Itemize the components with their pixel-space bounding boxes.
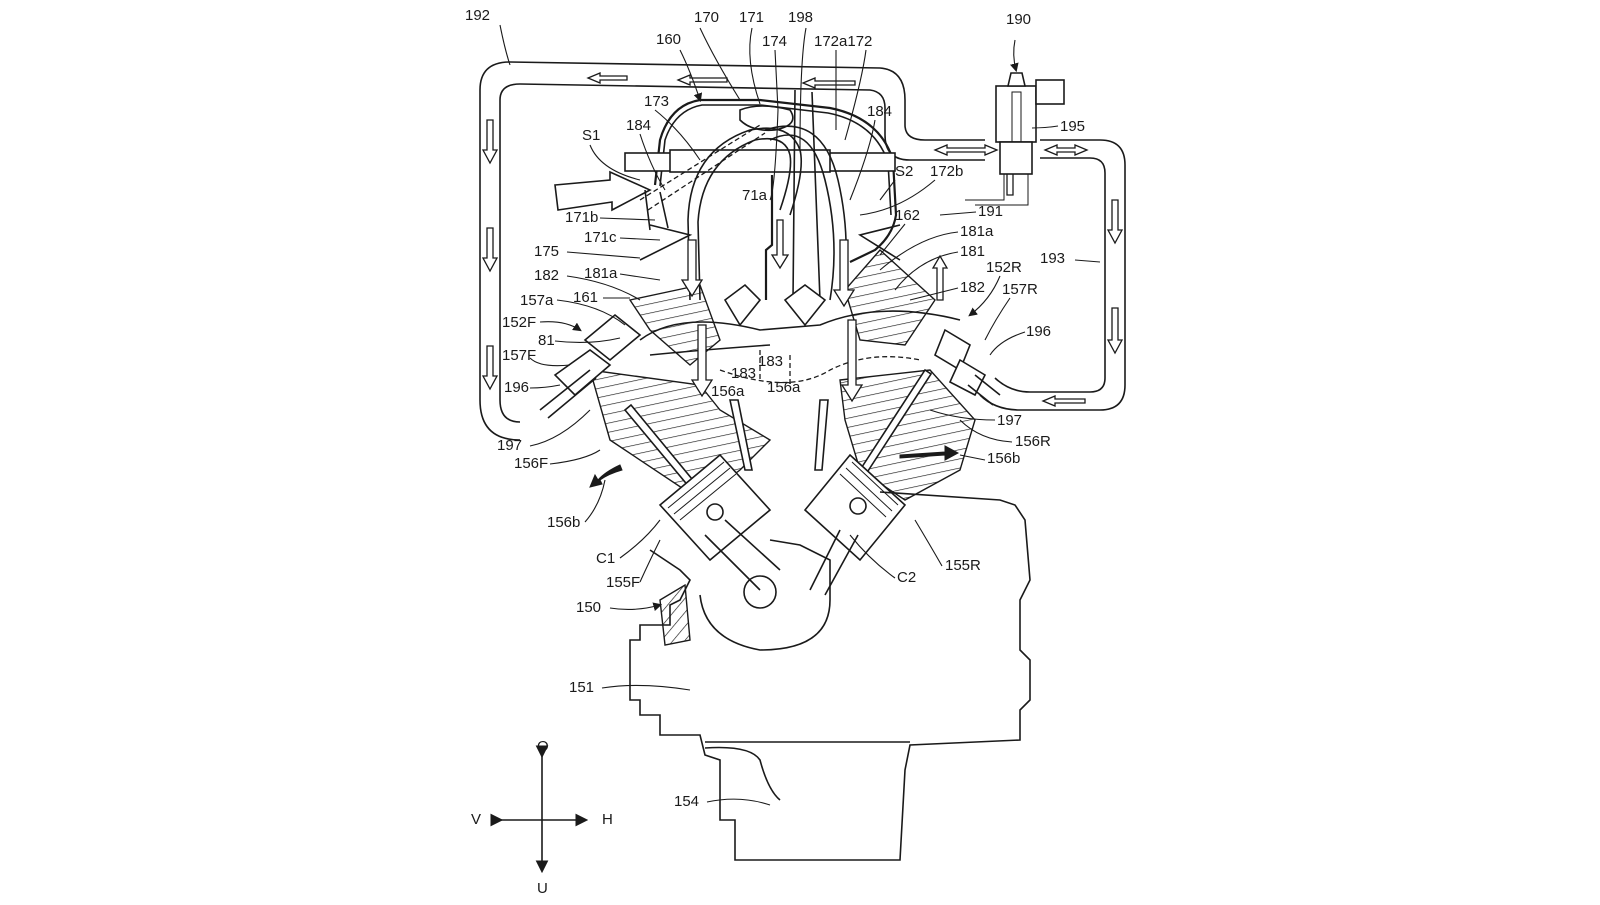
label-156a-right: 156a [767,379,801,396]
label-C2: C2 [897,569,916,586]
valves [623,368,933,502]
label-197-right: 197 [997,412,1022,429]
arrow-down-icon [680,239,704,298]
reed-valves [539,313,1001,419]
label-171b: 171b [565,209,598,226]
reference-labels: 192 170 171 198 160 174 172a172 190 173 … [465,7,1085,810]
intake-ports [639,283,961,385]
label-156F: 156F [514,455,548,472]
arrow-down-icon [832,239,856,308]
arrow-down-icon [690,324,714,398]
label-155R: 155R [945,557,981,574]
label-191: 191 [978,203,1003,220]
label-183-left: 183 [731,365,756,382]
arrow-down-icon [481,345,499,391]
label-154: 154 [674,793,699,810]
arrow-down-icon [481,227,499,273]
label-184-left: 184 [626,117,651,134]
label-171c: 171c [584,229,617,246]
label-196-right: 196 [1026,323,1051,340]
arrow-down-icon [770,219,790,270]
orientation-indicator: O U V H [471,738,613,897]
label-S1: S1 [582,127,600,144]
label-195: 195 [1060,118,1085,135]
label-192: 192 [465,7,490,24]
label-181a-left: 181a [584,265,618,282]
label-151: 151 [569,679,594,696]
label-193: 193 [1040,250,1065,267]
label-156b-left: 156b [547,514,580,531]
label-156a-left: 156a [711,383,745,400]
label-161: 161 [573,289,598,306]
orientation-down-label: U [537,880,548,897]
label-175: 175 [534,243,559,260]
partition [639,89,901,301]
label-S2: S2 [895,163,913,180]
label-171: 171 [739,9,764,26]
leader-lines [499,24,1101,806]
exhaust-arrow-right-icon [899,445,960,461]
label-152F: 152F [502,314,536,331]
label-181: 181 [960,243,985,260]
label-157a: 157a [520,292,554,309]
label-150: 150 [576,599,601,616]
arrow-down-icon [1106,307,1124,355]
label-170: 170 [694,9,719,26]
arrow-double-icon [1043,144,1089,156]
label-174: 174 [762,33,787,50]
label-162: 162 [895,207,920,224]
exhaust-arrow-left-icon [589,464,623,488]
arrow-down-icon [1106,199,1124,245]
label-172b: 172b [930,163,963,180]
crankcase [629,491,1031,861]
label-197-left: 197 [497,437,522,454]
label-157F: 157F [502,347,536,364]
label-160: 160 [656,31,681,48]
label-182-right: 182 [960,279,985,296]
orientation-right-label: H [602,811,613,828]
label-71a: 71a [742,187,768,204]
arrow-down-icon [840,319,864,403]
orientation-up-label: O [537,738,549,755]
arrow-left-icon [586,72,628,84]
label-183-center: 183 [758,353,783,370]
label-184-right: 184 [867,103,892,120]
label-155F: 155F [606,574,640,591]
label-196-left: 196 [504,379,529,396]
label-181a-right: 181a [960,223,994,240]
arrow-left-icon [801,77,856,89]
label-190: 190 [1006,11,1031,28]
valve-190 [965,39,1065,206]
arrow-left-icon [1041,395,1086,407]
cylinder-heads [589,249,976,501]
orientation-left-label: V [471,811,481,828]
label-157R: 157R [1002,281,1038,298]
arrow-up-icon [931,254,949,301]
label-81: 81 [538,332,555,349]
label-182-left: 182 [534,267,559,284]
label-198: 198 [788,9,813,26]
label-152R: 152R [986,259,1022,276]
arrow-double-icon [933,144,999,156]
flow-arrows [481,72,1124,407]
pistons [589,445,960,596]
passage-193 [979,139,1126,411]
arrow-down-icon [481,119,499,165]
label-156b-right: 156b [987,450,1020,467]
label-156R: 156R [1015,433,1051,450]
inner-flow-arrows [680,219,864,403]
label-172a172: 172a172 [814,33,872,50]
label-C1: C1 [596,550,615,567]
label-173: 173 [644,93,669,110]
arrow-left-icon [676,74,728,86]
